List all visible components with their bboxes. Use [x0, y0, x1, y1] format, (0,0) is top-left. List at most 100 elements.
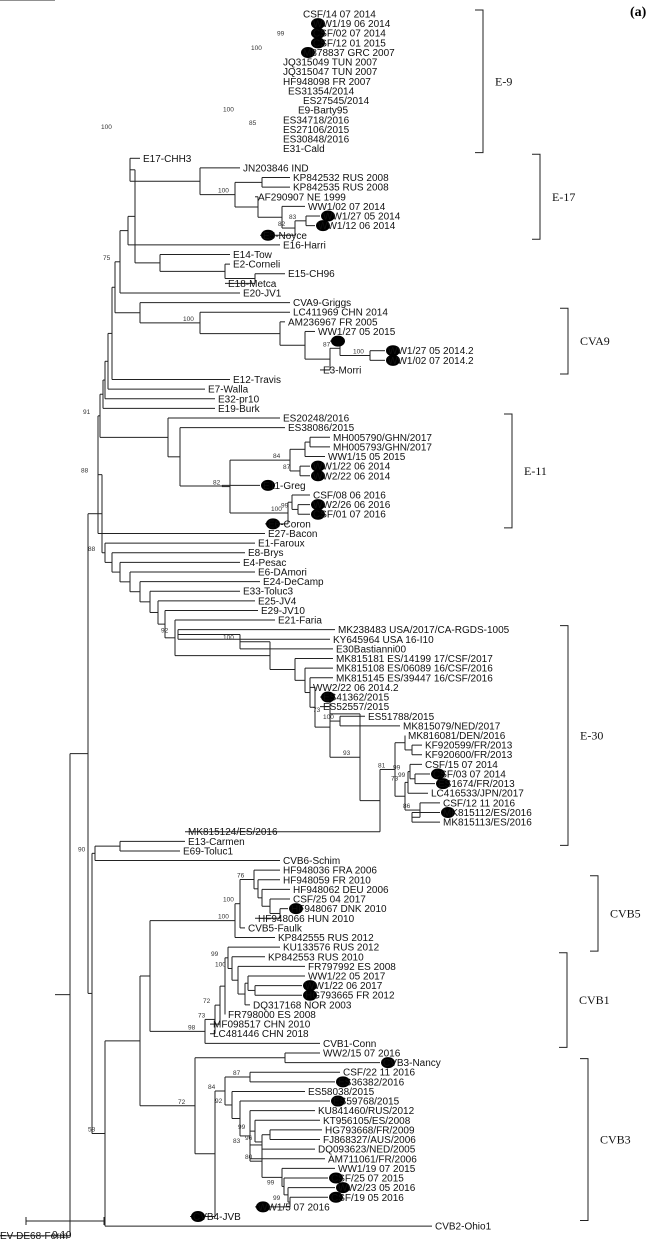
panel-label: (a): [630, 5, 647, 20]
leaf-label: KP842553 RUS 2010: [268, 952, 364, 963]
leaf-label: E6-Coron: [268, 519, 311, 530]
bootstrap-value: 84: [208, 1084, 216, 1091]
bootstrap-value: 72: [203, 998, 211, 1005]
bootstrap-value: 99: [281, 502, 289, 509]
leaf-label: WW1/02 07 2014.2: [388, 356, 474, 367]
leaf-label: E2-Corneli: [233, 260, 280, 271]
clade-bracket-e17: [532, 153, 541, 240]
clade-bracket-cvb1: [559, 952, 568, 1048]
leaf-label: CSF/02 07 2014: [313, 29, 386, 40]
bootstrap-value: 81: [378, 762, 386, 769]
leaf-label: E20-JV1: [243, 288, 282, 299]
clade-bracket-cvb3: [580, 1058, 589, 1221]
bootstrap-value: 100: [251, 45, 262, 52]
sample-marker: [441, 806, 455, 818]
leaf-label: CSF/25 04 2017: [293, 895, 366, 906]
leaf-label: LC411969 CHN 2014: [293, 308, 388, 319]
leaf-label: JQ315047 TUN 2007: [283, 67, 378, 78]
bootstrap-value: 100: [218, 188, 229, 195]
leaf-label: MK238483 USA/2017/CA-RGDS-1005: [338, 625, 510, 636]
leaf-label: ES27106/2015: [283, 125, 350, 136]
bootstrap-value: 87: [233, 1070, 241, 1077]
leaf-label: KP842532 RUS 2008: [293, 173, 389, 184]
leaf-label: E32-pr10: [218, 394, 260, 405]
sample-marker: [331, 335, 345, 347]
sample-marker: [311, 499, 325, 511]
leaf-label: CVA9-Griggs: [293, 298, 351, 309]
leaf-label: MK815181 ES/14199 17/CSF/2017: [336, 654, 493, 665]
sample-marker: [191, 1211, 205, 1222]
leaf-label: CSF/14 07 2014: [303, 10, 376, 21]
sample-marker: [311, 470, 325, 482]
bootstrap-value: 73: [391, 775, 399, 782]
bootstrap-value: 100: [353, 349, 364, 356]
leaf-label: E4-Pesac: [243, 558, 286, 569]
leaf-label: ES30848/2016: [283, 135, 350, 146]
leaf-label: E3-Morri: [323, 365, 361, 376]
bootstrap-value: 96: [245, 1135, 253, 1142]
bootstrap-value: 90: [78, 846, 86, 853]
leaf-label: MK815113/ES/2016: [443, 818, 532, 829]
sample-marker: [311, 27, 325, 39]
leaf-label: ES36382/2016: [338, 1077, 405, 1088]
leaf-label: E33-Toluc3: [243, 587, 293, 598]
leaf-label: CSF/25 07 2015: [331, 1174, 404, 1185]
bootstrap-value: 86: [403, 803, 411, 810]
leaf-label: WW1/22 05 2017: [308, 972, 386, 983]
bootstrap-value: 83: [289, 214, 297, 221]
leaf-label: WW1/19 07 2015: [338, 1164, 416, 1175]
leaf-label: KU841460/RUS/2012: [318, 1106, 415, 1117]
bootstrap-value: 76: [237, 872, 245, 879]
sample-marker: [301, 46, 315, 58]
scale-bar: 0.10: [25, 1217, 105, 1241]
leaf-label: DQ317168 NOR 2003: [253, 1000, 352, 1011]
sample-marker: [329, 1172, 343, 1184]
leaf-label: JN203846 IND: [243, 163, 309, 174]
leaf-label: CSF/12 11 2016: [443, 798, 516, 809]
clade-bracket-e9: [475, 9, 484, 154]
leaf-label: HG793665 FR 2012: [305, 991, 395, 1002]
sample-marker: [261, 479, 275, 491]
leaf-label: LC481446 CHN 2018: [213, 1029, 309, 1040]
leaf-label: E13-Carmen: [188, 837, 245, 848]
leaf-label: MK815124/ES/2016: [188, 827, 278, 838]
bootstrap-value: 87: [323, 341, 331, 348]
leaf-label: WW1/02 07 2014: [308, 202, 386, 213]
leaf-label: KY645964 USA 16-I10: [333, 635, 434, 646]
bootstrap-value: 100: [271, 506, 282, 513]
leaf-label: KF920599/FR/2013: [425, 741, 513, 752]
leaf-label: FR798000 ES 2008: [228, 1010, 316, 1021]
clade-label-cvb5: CVB5: [610, 906, 641, 920]
sample-marker: [261, 229, 275, 241]
clade-label-e17: E-17: [552, 190, 575, 204]
leaf-label: CVB5-Faulk: [248, 923, 303, 934]
clade-bracket-cvb5: [590, 875, 599, 952]
leaf-label: ES52557/2015: [323, 702, 390, 713]
leaf-label: WW1/15 05 2015: [328, 452, 406, 463]
leaf-label: E12-Travis: [233, 375, 281, 386]
leaf-label: AM711061/FR/2006: [328, 1154, 417, 1165]
leaf-label: M878837 GRC 2007: [303, 48, 395, 59]
leaf-label: WW2/15 07 2016: [323, 1048, 401, 1059]
leaf-label: HF948036 FRA 2006: [283, 866, 377, 877]
bootstrap-value: 88: [81, 468, 89, 475]
bootstrap-value: 58: [88, 1126, 96, 1133]
bootstrap-value: 85: [249, 120, 257, 127]
leaf-label: KP842555 RUS 2012: [278, 933, 374, 944]
clade-label-e11: E-11: [524, 464, 547, 478]
bootstrap-value: 75: [103, 255, 111, 262]
bootstrap-value: 100: [323, 714, 334, 721]
bootstrap-value: 100: [223, 635, 234, 642]
leaf-label: JQ315049 TUN 2007: [283, 58, 378, 69]
leaf-label: CSF/01 07 2016: [313, 510, 386, 521]
bootstrap-value: 73: [198, 1012, 206, 1019]
leaf-label: E17-CHH3: [143, 154, 192, 165]
bootstrap-values: 9910010085100831008275100871008891998782…: [78, 30, 411, 1202]
leaf-label: E11-Greg: [263, 481, 306, 492]
leaf-label: E21-Faria: [278, 616, 322, 627]
bootstrap-value: 92: [215, 1098, 223, 1105]
sample-marker: [311, 460, 325, 472]
leaf-label: WW1/19 06 2014: [313, 19, 391, 30]
leaf-label: E30Bastianni00: [336, 644, 406, 655]
